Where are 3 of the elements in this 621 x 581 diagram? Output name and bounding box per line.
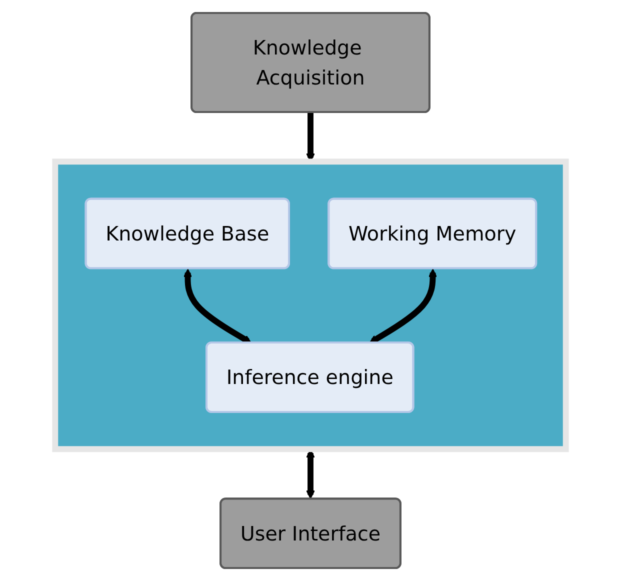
arrow bbox=[369, 268, 438, 344]
cluster bbox=[52, 158, 569, 452]
arrow bbox=[183, 268, 252, 344]
